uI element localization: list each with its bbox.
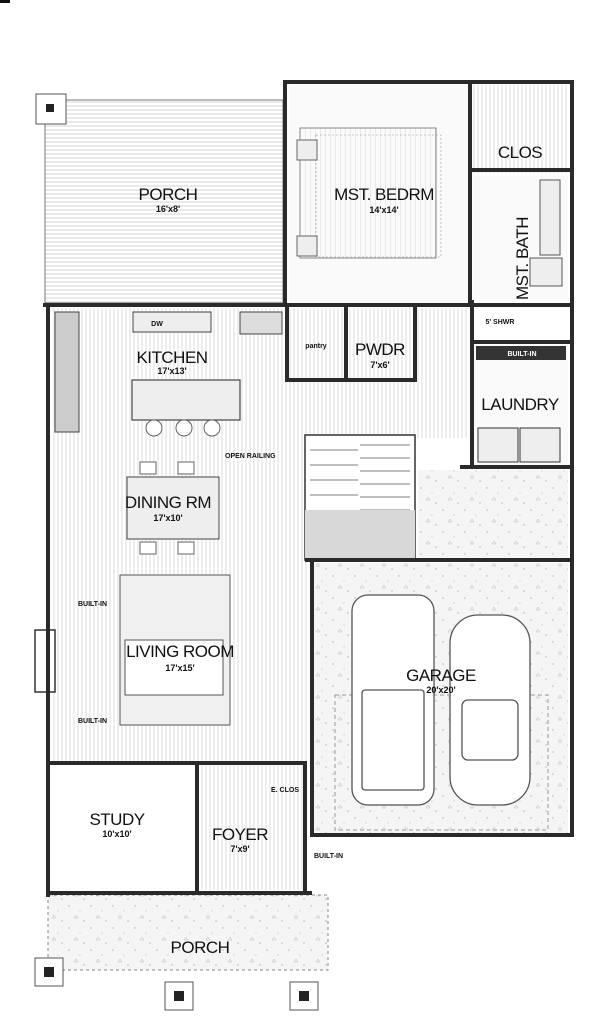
garage-label: GARAGE — [406, 666, 476, 685]
kitchen-island — [131, 379, 241, 421]
porch-front-area — [47, 894, 329, 971]
living-dim: 17'x15' — [165, 663, 194, 673]
dining-label: DINING RM — [125, 493, 211, 512]
builtin-upper-label: BUILT-IN — [78, 601, 107, 608]
dining-dim: 17'x10' — [153, 513, 182, 523]
mudroom-floor — [418, 470, 568, 562]
mst-bed — [299, 127, 437, 259]
mst-bedrm-dim: 14'x14' — [369, 205, 398, 215]
mst-bath-label: MST. BATH — [513, 217, 532, 300]
study-floor — [52, 763, 197, 890]
foyer-label: FOYER — [212, 825, 268, 844]
e-clos-label: E. CLOS — [271, 787, 299, 794]
porch-back-area — [44, 99, 284, 304]
garage-car-left — [351, 594, 435, 806]
clos-label: CLOS — [498, 143, 542, 162]
dw-label: DW — [151, 321, 163, 328]
dining-table — [126, 476, 220, 540]
garage-car-right — [449, 614, 531, 806]
kitchen-label: KITCHEN — [136, 348, 207, 367]
closet-floor — [473, 85, 568, 173]
porch-back-dim: 16'x8' — [156, 204, 180, 214]
study-dim: 10'x10' — [102, 829, 131, 839]
laundry-label: LAUNDRY — [481, 395, 559, 414]
study-label: STUDY — [89, 810, 144, 829]
walls — [43, 80, 574, 897]
mst-bedrm-label: MST. BEDRM — [334, 185, 434, 204]
garage-dim: 20'x20' — [426, 685, 455, 695]
pwdr-label: PWDR — [355, 340, 405, 359]
open-railing-label: OPEN RAILING — [225, 453, 276, 460]
pantry-label: pantry — [305, 343, 327, 350]
laundry-builtin-label: BUILT-IN — [507, 351, 536, 358]
kitchen-dim: 17'x13' — [157, 366, 186, 376]
foyer-dim: 7'x9' — [230, 844, 249, 854]
builtin-foyer-label: BUILT-IN — [314, 853, 343, 860]
living-label: LIVING ROOM — [126, 642, 234, 661]
porch-back-label: PORCH — [139, 185, 198, 204]
pwdr-dim: 7'x6' — [370, 360, 389, 370]
porch-front-label: PORCH — [171, 938, 230, 957]
shower-label: 5' SHWR — [486, 319, 515, 326]
builtin-lower-label: BUILT-IN — [78, 718, 107, 725]
